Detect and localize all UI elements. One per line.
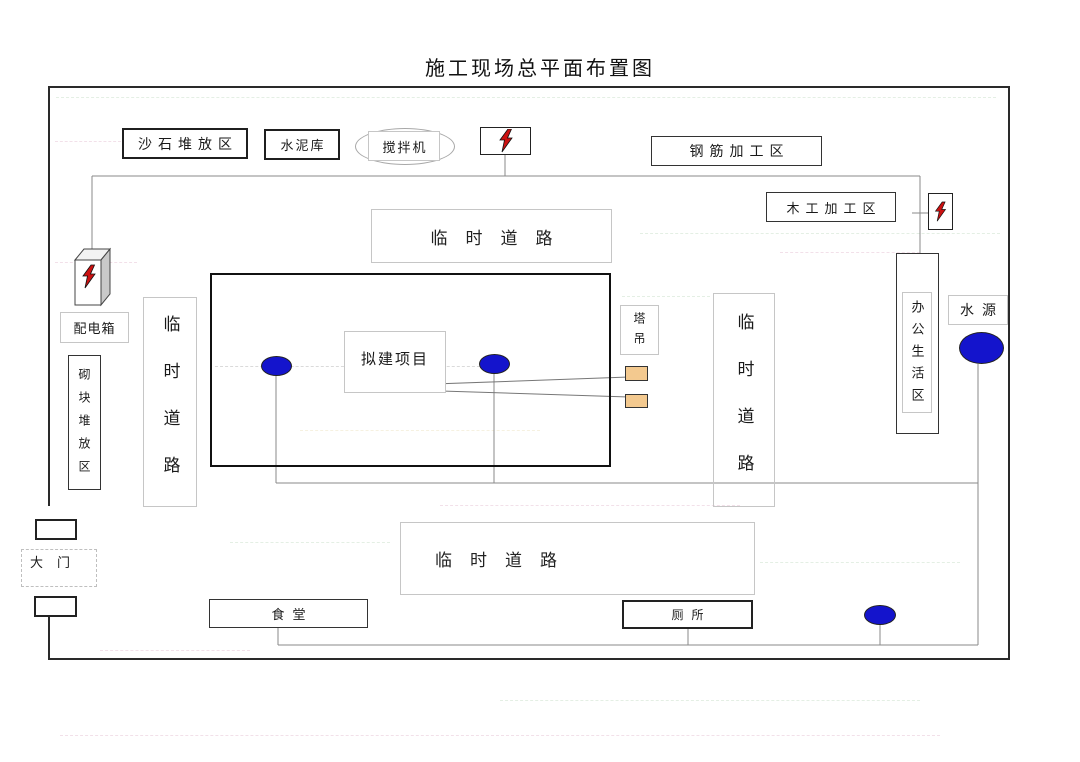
- gate-post: [34, 596, 77, 617]
- zone-temp-road-right: 临时道路: [713, 293, 775, 507]
- zone-label: 临时道路: [734, 313, 754, 501]
- zone-distribution-box-label: 配电箱: [60, 312, 129, 343]
- distribution-cabinet-3d: [73, 247, 112, 307]
- zone-label: 大门: [30, 555, 85, 570]
- zone-label: 搅拌机: [382, 139, 428, 155]
- dotted-texture-line: [56, 97, 996, 98]
- zone-carpentry-area: 木工加工区: [766, 192, 896, 222]
- zone-label: 临时道路: [430, 228, 571, 248]
- zone-sand-storage: 沙石堆放区: [122, 128, 248, 159]
- zone-label: 拟建项目: [360, 352, 429, 368]
- dotted-texture-line: [300, 430, 540, 431]
- power-source-box-right: [928, 193, 953, 230]
- lightning-icon: [82, 264, 96, 289]
- zone-label: 木工加工区: [786, 200, 882, 216]
- zone-rebar-area: 钢筋加工区: [651, 136, 822, 166]
- dotted-texture-line: [60, 735, 940, 736]
- water-point-marker: [261, 356, 292, 376]
- zone-office-living-label-box: 办公生活区: [902, 292, 932, 413]
- zone-proposed-building-label-box: 拟建项目: [344, 331, 446, 393]
- dotted-texture-line: [780, 252, 920, 253]
- zone-toilet: 厕所: [622, 600, 753, 629]
- crane-counterweight-block: [625, 366, 648, 381]
- zone-label: 钢筋加工区: [689, 145, 790, 160]
- zone-label: 厕所: [671, 608, 712, 622]
- water-point-marker: [864, 605, 896, 625]
- zone-label: 沙石堆放区: [138, 137, 238, 153]
- site-boundary: [48, 86, 1010, 660]
- water-point-marker: [479, 354, 510, 374]
- zone-main-gate-label: 大门: [21, 549, 97, 587]
- zone-tower-crane-label-box: 塔吊: [620, 305, 659, 355]
- zone-canteen: 食堂: [209, 599, 368, 628]
- zone-label: 水泥库: [280, 138, 326, 153]
- zone-water-source-label: 水源: [948, 295, 1008, 325]
- power-source-box-top: [480, 127, 531, 155]
- drawing-title: 施工现场总平面布置图: [425, 58, 655, 80]
- zone-label: 配电箱: [73, 321, 116, 336]
- zone-block-storage: 砌块堆放区: [68, 355, 101, 490]
- dotted-texture-line: [760, 562, 960, 563]
- dotted-texture-line: [500, 700, 920, 701]
- zone-temp-road-bottom: 临时道路: [400, 522, 755, 595]
- dotted-texture-line: [100, 650, 250, 651]
- dotted-texture-line: [230, 542, 390, 543]
- dotted-texture-line: [622, 296, 710, 297]
- water-source-marker: [959, 332, 1004, 364]
- zone-label: 砌块堆放区: [77, 368, 91, 483]
- zone-temp-road-top: 临时道路: [371, 209, 612, 263]
- gate-opening: [44, 506, 54, 598]
- zone-label: 塔吊: [632, 312, 646, 352]
- zone-label: 办公生活区: [909, 299, 925, 410]
- zone-proposed-building-outline: [210, 273, 611, 467]
- mixer-ellipse: [355, 128, 455, 165]
- zone-mixer: 搅拌机: [368, 131, 440, 161]
- gate-post: [35, 519, 77, 540]
- zone-temp-road-left: 临时道路: [143, 297, 197, 507]
- zone-label: 水源: [960, 304, 1004, 319]
- zone-label: 临时道路: [435, 551, 575, 570]
- dotted-texture-line: [440, 505, 740, 506]
- lightning-icon: [498, 129, 513, 153]
- crane-counterweight-block: [625, 394, 648, 408]
- zone-cement-store: 水泥库: [264, 129, 340, 160]
- dotted-texture-line: [640, 233, 1000, 234]
- dotted-texture-line: [55, 141, 121, 142]
- zone-label: 食堂: [271, 607, 314, 622]
- zone-label: 临时道路: [160, 315, 180, 503]
- lightning-icon: [934, 201, 947, 221]
